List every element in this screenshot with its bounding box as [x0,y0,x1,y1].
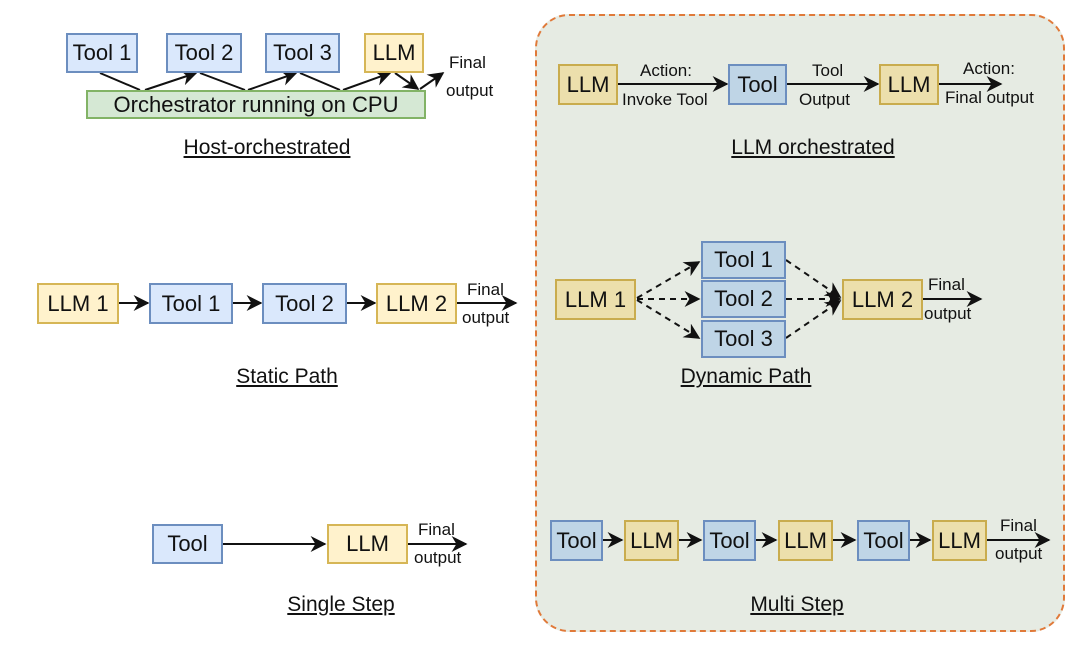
multi-output-label: output [995,544,1043,563]
caption-multi-step: Multi Step [750,593,844,616]
node-label: Tool 1 [161,290,221,316]
node-label: Tool 2 [275,290,334,316]
llm-orch-node-tool: Tool [728,64,787,105]
llm-orch-node-llm-2: LLM [879,64,939,105]
caption-static-path: Static Path [236,365,338,388]
node-label: LLM 2 [851,286,914,312]
node-label: Tool 2 [174,40,234,65]
multi-node-tool-2: Tool [703,520,756,561]
host-final-label: Final [449,53,486,72]
static-output-label: output [462,308,510,327]
static-node-tool-2: Tool 2 [262,283,347,324]
node-label: Tool 2 [714,286,773,311]
multi-final-label: Final [1000,516,1037,535]
caption-single-step: Single Step [287,593,395,616]
multi-node-llm-1: LLM [624,520,679,561]
node-label: LLM [784,527,827,553]
caption-llm-orchestrated: LLM orchestrated [731,136,895,159]
edge-label-output: Output [799,90,851,109]
single-node-llm: LLM [327,524,408,564]
caption-dynamic-path: Dynamic Path [680,365,812,388]
node-label: Tool 1 [714,247,773,272]
dynamic-node-tool-3: Tool 3 [701,320,786,358]
host-edge-orch-to-final [419,72,445,90]
host-node-llm: LLM [364,33,424,73]
single-node-tool: Tool [152,524,223,564]
node-label: Tool 1 [72,40,132,65]
dynamic-output-label: output [924,304,972,323]
dynamic-edge-tool3-llm2 [785,300,842,339]
llm-orch-node-llm-1: LLM [558,64,618,105]
node-label: Tool [167,531,208,556]
multi-node-llm-3: LLM [932,520,987,561]
host-edge-orch-to-tool3 [247,70,298,91]
dynamic-edge-tool1-llm2 [785,259,842,298]
node-label: LLM [566,71,610,97]
host-output-label: output [446,81,494,100]
edge-label-final-output: Final output [945,88,1034,107]
multi-node-llm-2: LLM [778,520,833,561]
dynamic-final-label: Final [928,275,965,294]
static-node-tool-1: Tool 1 [149,283,233,324]
node-label: Tool 3 [273,40,332,65]
host-node-tool-2: Tool 2 [166,33,242,73]
host-edge-tool3-to-orch [299,72,341,91]
single-final-label: Final [418,520,455,539]
static-final-label: Final [467,280,504,299]
orchestrator-label: Orchestrator running on CPU [113,91,399,117]
node-label: LLM [887,71,931,97]
edge-label-action-2: Action: [963,59,1015,78]
caption-host-orchestrated: Host-orchestrated [183,136,351,159]
node-label: Tool [709,527,750,553]
dynamic-edge-llm1-tool1 [636,261,701,299]
host-edge-llm-to-orch [394,72,420,90]
host-orchestrator: Orchestrator running on CPU [86,90,426,119]
edge-label-tool: Tool [812,61,844,80]
node-label: LLM 2 [385,290,448,316]
node-label: Tool [863,527,904,553]
node-label: LLM [346,531,389,556]
node-label: Tool [556,527,597,553]
multi-node-tool-3: Tool [857,520,910,561]
node-label: Tool [737,71,778,97]
multi-node-tool-1: Tool [550,520,603,561]
host-node-tool-1: Tool 1 [66,33,138,73]
dynamic-node-tool-1: Tool 1 [701,241,786,279]
edge-label-invoke-tool: Invoke Tool [622,90,708,109]
edge-label-action: Action: [640,61,692,80]
host-edge-tool2-to-orch [199,72,246,91]
dynamic-node-llm-2: LLM 2 [842,279,923,320]
host-edge-tool1-to-orch [99,72,141,91]
dynamic-node-llm-1: LLM 1 [555,279,636,320]
node-label: LLM [938,527,981,553]
single-output-label: output [414,548,462,567]
host-edge-orch-to-llm [342,70,392,91]
node-label: LLM [630,527,673,553]
dynamic-edge-llm1-tool3 [636,299,701,339]
node-label: LLM [372,40,416,65]
static-node-llm-1: LLM 1 [37,283,119,324]
host-edge-orch-to-tool2 [144,69,198,91]
host-node-tool-3: Tool 3 [265,33,340,73]
node-label: LLM 1 [47,290,109,316]
node-label: Tool 3 [714,326,773,351]
dynamic-node-tool-2: Tool 2 [701,280,786,318]
static-node-llm-2: LLM 2 [376,283,457,324]
node-label: LLM 1 [564,286,627,312]
